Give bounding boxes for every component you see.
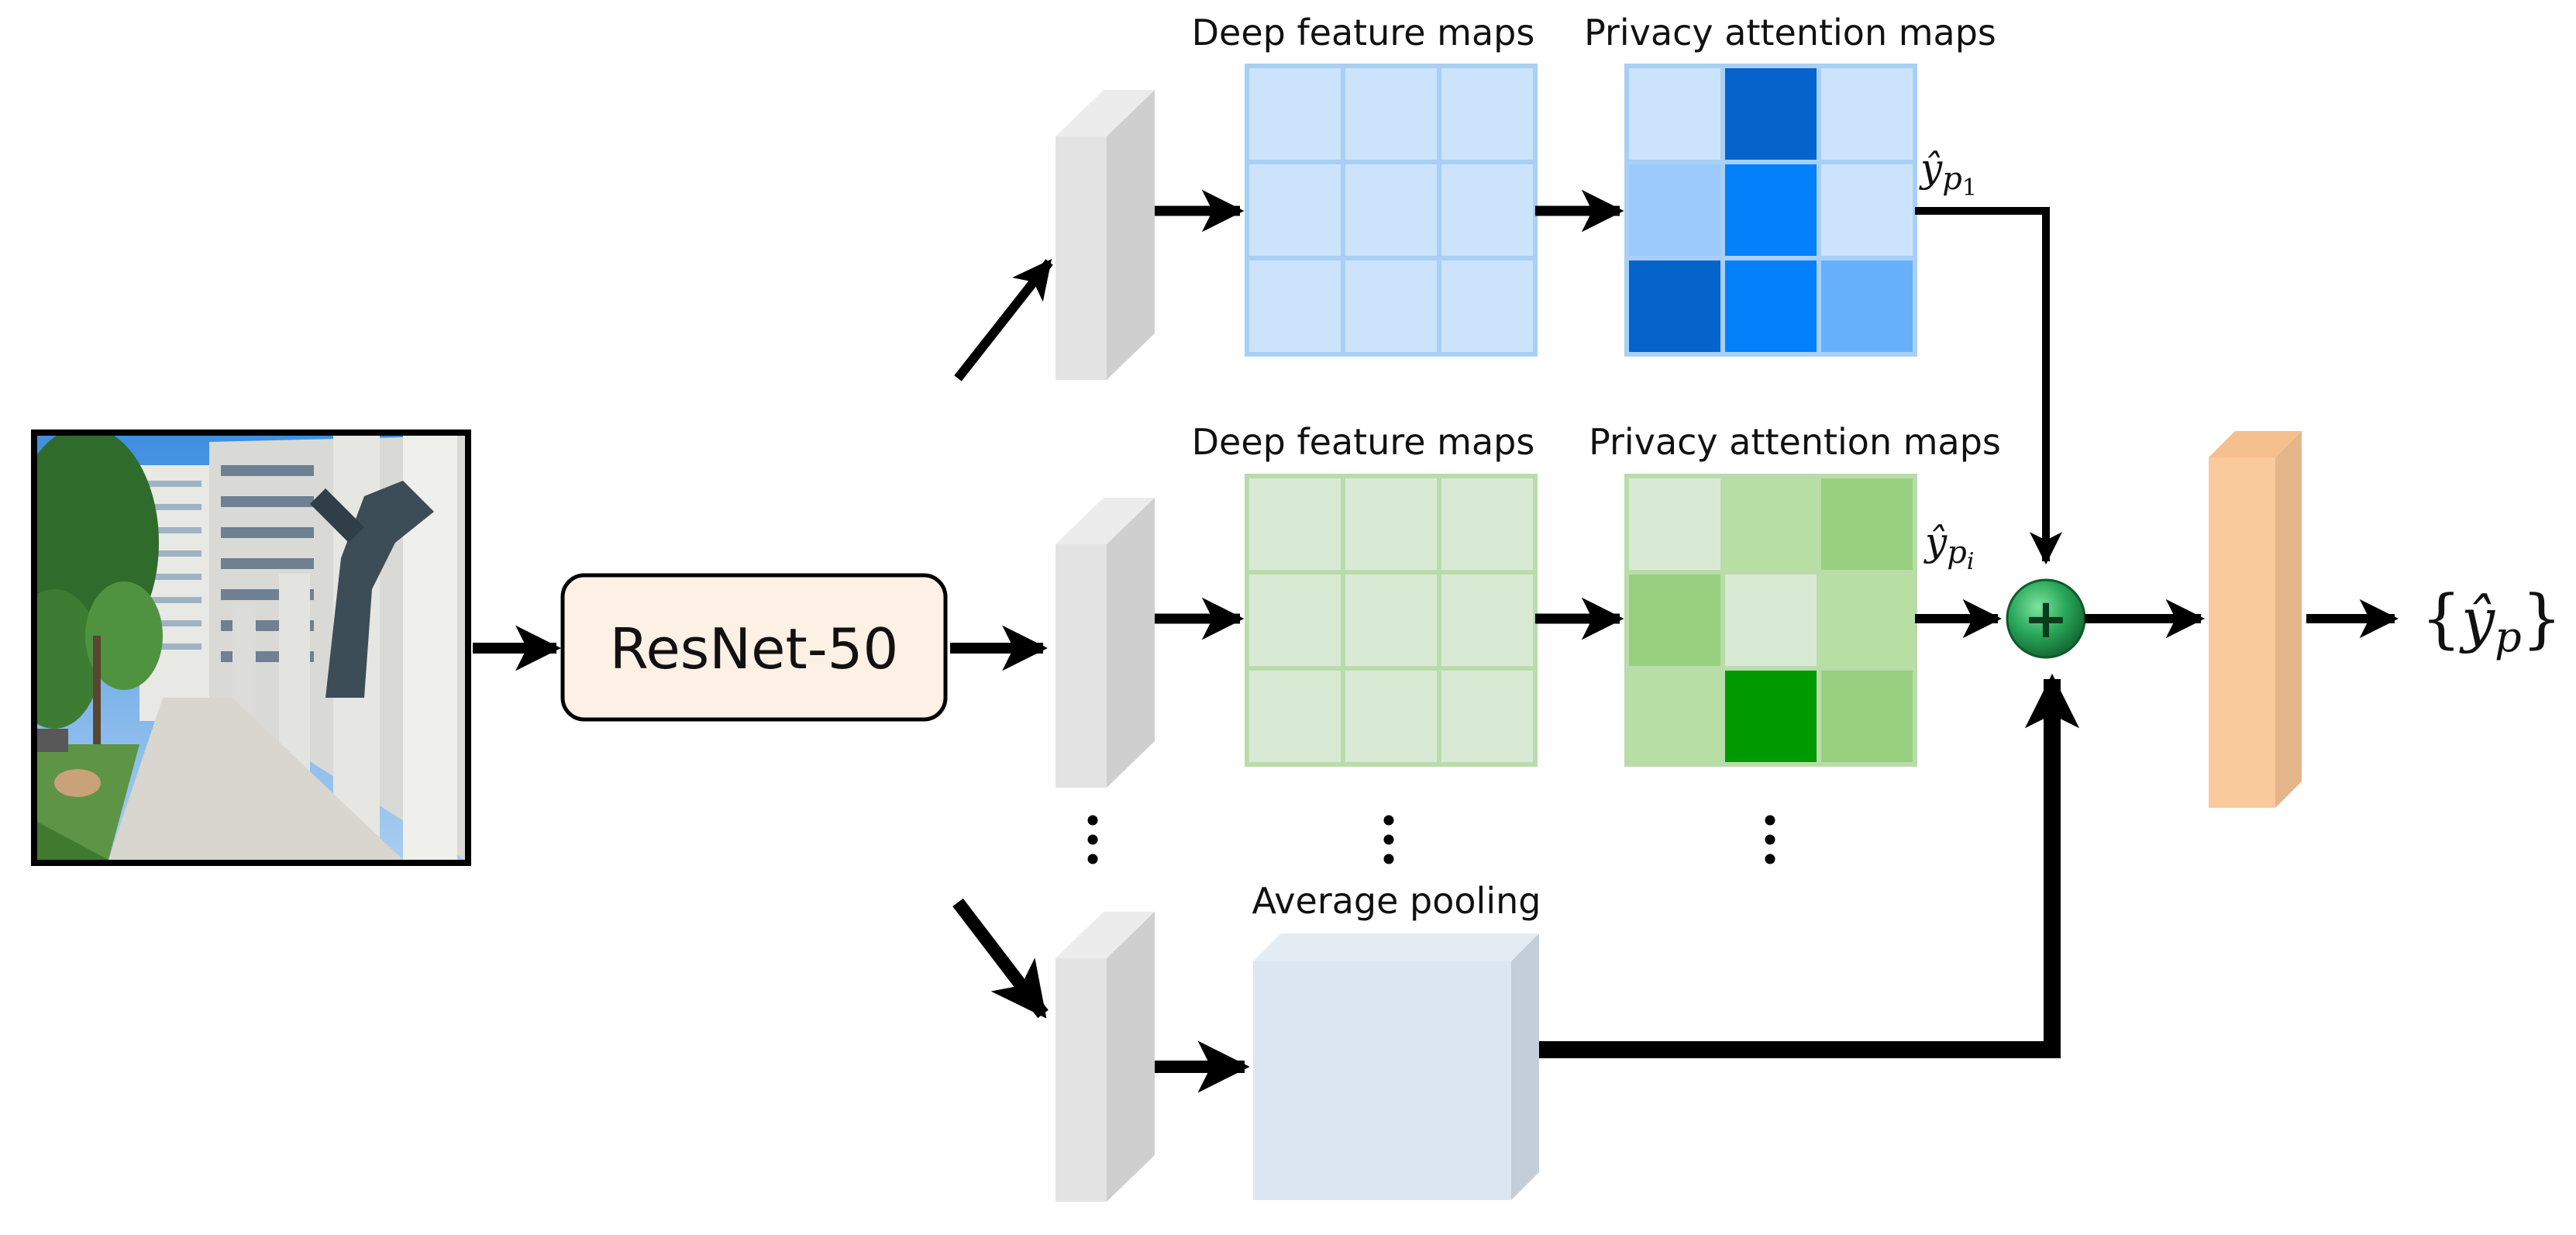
vertical-ellipsis	[1087, 815, 1775, 864]
deep-feature-grid-top	[1245, 64, 1538, 357]
svg-text:ŷpi: ŷpi	[1923, 519, 1974, 575]
deep-feature-grid-middle	[1245, 474, 1538, 767]
adder-symbol: +	[2023, 587, 2069, 650]
average-pooling-box	[1253, 933, 1539, 1200]
svg-text:ŷp1: ŷp1	[1919, 146, 1977, 202]
privacy-attention-grid-top	[1624, 64, 1917, 357]
input-photo	[31, 429, 471, 866]
y-hat-pi-label: ŷpi	[1923, 519, 1974, 575]
output-fc-block	[2209, 431, 2302, 808]
feature-slab-bottom	[1056, 912, 1155, 1202]
arrows	[473, 189, 2399, 1093]
resnet-label: ResNet-50	[610, 616, 899, 681]
y-hat-p-set-label: {ŷp}	[2421, 582, 2562, 661]
privacy-attention-maps-label-top: Privacy attention maps	[1584, 12, 1996, 53]
svg-text:{ŷp}: {ŷp}	[2421, 582, 2562, 661]
y-hat-p1-label: ŷp1	[1919, 146, 1977, 202]
privacy-attention-maps-label-middle: Privacy attention maps	[1589, 421, 2001, 463]
average-pooling-label: Average pooling	[1252, 880, 1541, 922]
plus-circle-icon: +	[2006, 578, 2086, 659]
feature-slab-top	[1056, 90, 1155, 380]
feature-slab-middle	[1056, 498, 1155, 788]
privacy-attention-grid-middle	[1624, 474, 1917, 767]
deep-feature-maps-label-top: Deep feature maps	[1192, 12, 1535, 53]
resnet-backbone: ResNet-50	[560, 573, 948, 722]
deep-feature-maps-label-middle: Deep feature maps	[1192, 421, 1535, 463]
